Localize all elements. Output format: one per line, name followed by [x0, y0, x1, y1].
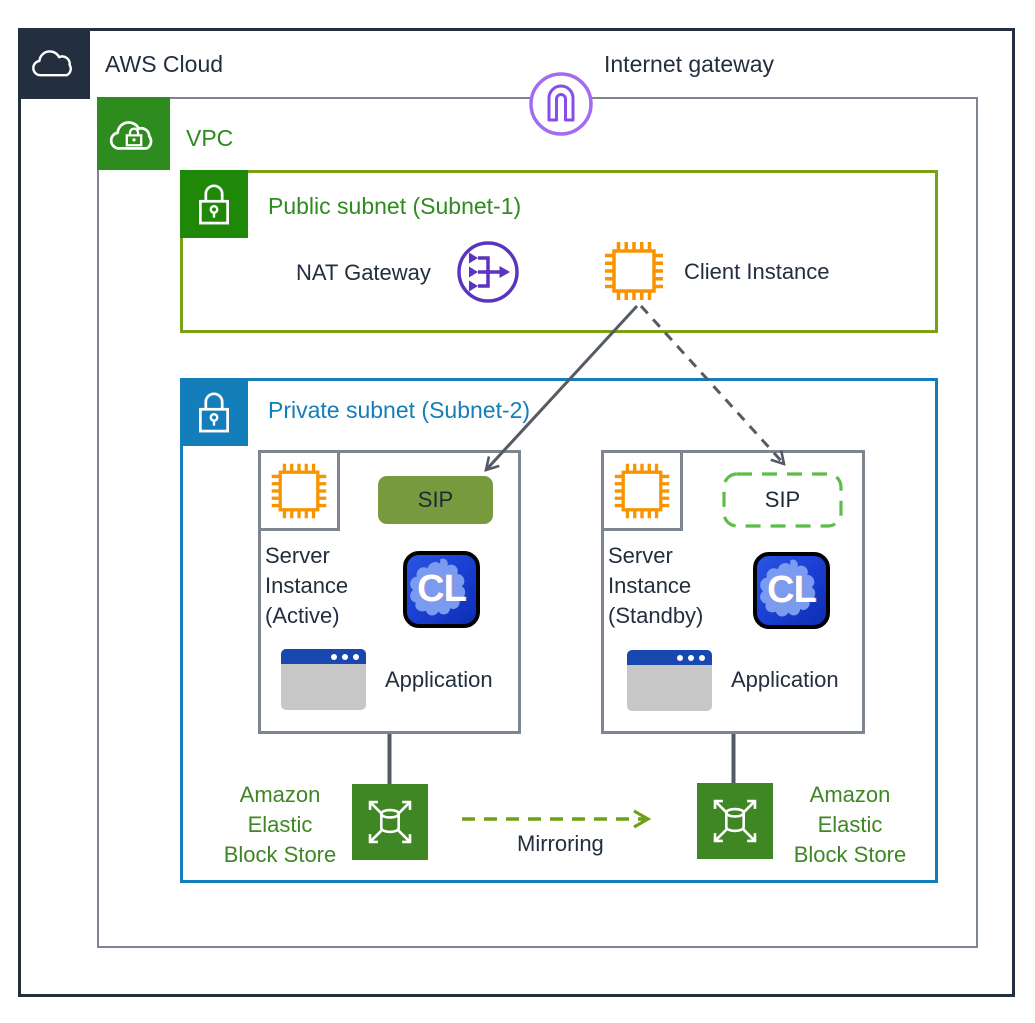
client-instance-icon — [605, 242, 663, 300]
app-window-titlebar — [281, 649, 366, 664]
ebs-label-right: Amazon Elastic Block Store — [782, 780, 918, 870]
ebs-label-line: Elastic — [817, 812, 883, 837]
client-instance-label: Client Instance — [684, 259, 830, 284]
internet-gateway-label: Internet gateway — [604, 51, 775, 77]
server-instance-standby-title: Server Instance (Standby) — [608, 541, 703, 631]
app-window-titlebar — [627, 650, 712, 665]
public-subnet-icon — [180, 170, 248, 238]
sip-standby-label: SIP — [764, 487, 801, 512]
ebs-icon-left — [352, 784, 428, 860]
public-subnet-label: Public subnet (Subnet-1) — [268, 193, 522, 219]
server-title-line: Instance — [265, 573, 349, 598]
lily-splat-glyph — [759, 559, 815, 616]
padlock-glyph — [199, 392, 229, 433]
server-title-line: (Standby) — [608, 603, 704, 628]
vpc-icon — [97, 97, 170, 170]
aws-cloud-label: AWS Cloud — [105, 51, 224, 77]
cloud-glyph — [32, 49, 72, 76]
cluster-logo-text: CL — [767, 569, 817, 611]
window-dot — [688, 654, 694, 661]
window-dot — [331, 653, 337, 660]
window-dot — [677, 654, 683, 661]
server-title-line: Server — [265, 543, 330, 568]
mirroring-label: Mirroring — [517, 831, 604, 856]
ebs-label-line: Amazon — [809, 782, 891, 807]
vpc-label: VPC — [186, 125, 234, 151]
ebs-label-line: Block Store — [793, 842, 907, 867]
server-title-line: Server — [608, 543, 673, 568]
internet-gateway-icon — [529, 72, 593, 136]
ebs-label-left: Amazon Elastic Block Store — [214, 780, 346, 870]
application-label-active: Application — [385, 667, 493, 692]
server-instance-icon — [271, 463, 327, 518]
cluster-software-logo-standby: CL — [753, 552, 830, 629]
ebs-icon-right — [697, 783, 773, 859]
private-subnet-label: Private subnet (Subnet-2) — [268, 397, 531, 423]
application-icon-active — [281, 649, 366, 710]
cluster-software-logo-active: CL — [403, 551, 480, 628]
sip-active-label: SIP — [417, 487, 454, 512]
cloud-lock-glyph — [109, 120, 152, 150]
server-instance-active-title: Server Instance (Active) — [265, 541, 348, 631]
cluster-logo-text: CL — [417, 568, 467, 610]
lily-splat-glyph — [409, 558, 465, 615]
server-instance-active-chip-cell — [258, 450, 340, 531]
ebs-glyph — [713, 799, 757, 843]
server-instance-icon — [614, 463, 670, 518]
window-dot — [699, 654, 705, 661]
server-instance-standby-chip-cell — [601, 450, 683, 531]
server-title-line: Instance — [608, 573, 692, 598]
aws-cloud-icon — [18, 28, 90, 99]
ebs-label-line: Amazon — [239, 782, 321, 807]
ebs-glyph — [368, 800, 412, 844]
private-subnet-icon — [180, 378, 248, 446]
window-dot — [353, 653, 359, 660]
application-icon-standby — [627, 650, 712, 711]
padlock-glyph — [199, 184, 229, 225]
nat-gateway-icon — [457, 241, 519, 303]
window-dot — [342, 653, 348, 660]
dashed-border — [722, 472, 843, 528]
sip-active-badge: SIP — [378, 476, 493, 524]
nat-gateway-label: NAT Gateway — [296, 260, 431, 285]
application-label-standby: Application — [731, 667, 839, 692]
sip-standby-badge: SIP — [722, 472, 843, 528]
ebs-label-line: Elastic — [247, 812, 313, 837]
ebs-label-line: Block Store — [223, 842, 337, 867]
server-title-line: (Active) — [265, 603, 340, 628]
